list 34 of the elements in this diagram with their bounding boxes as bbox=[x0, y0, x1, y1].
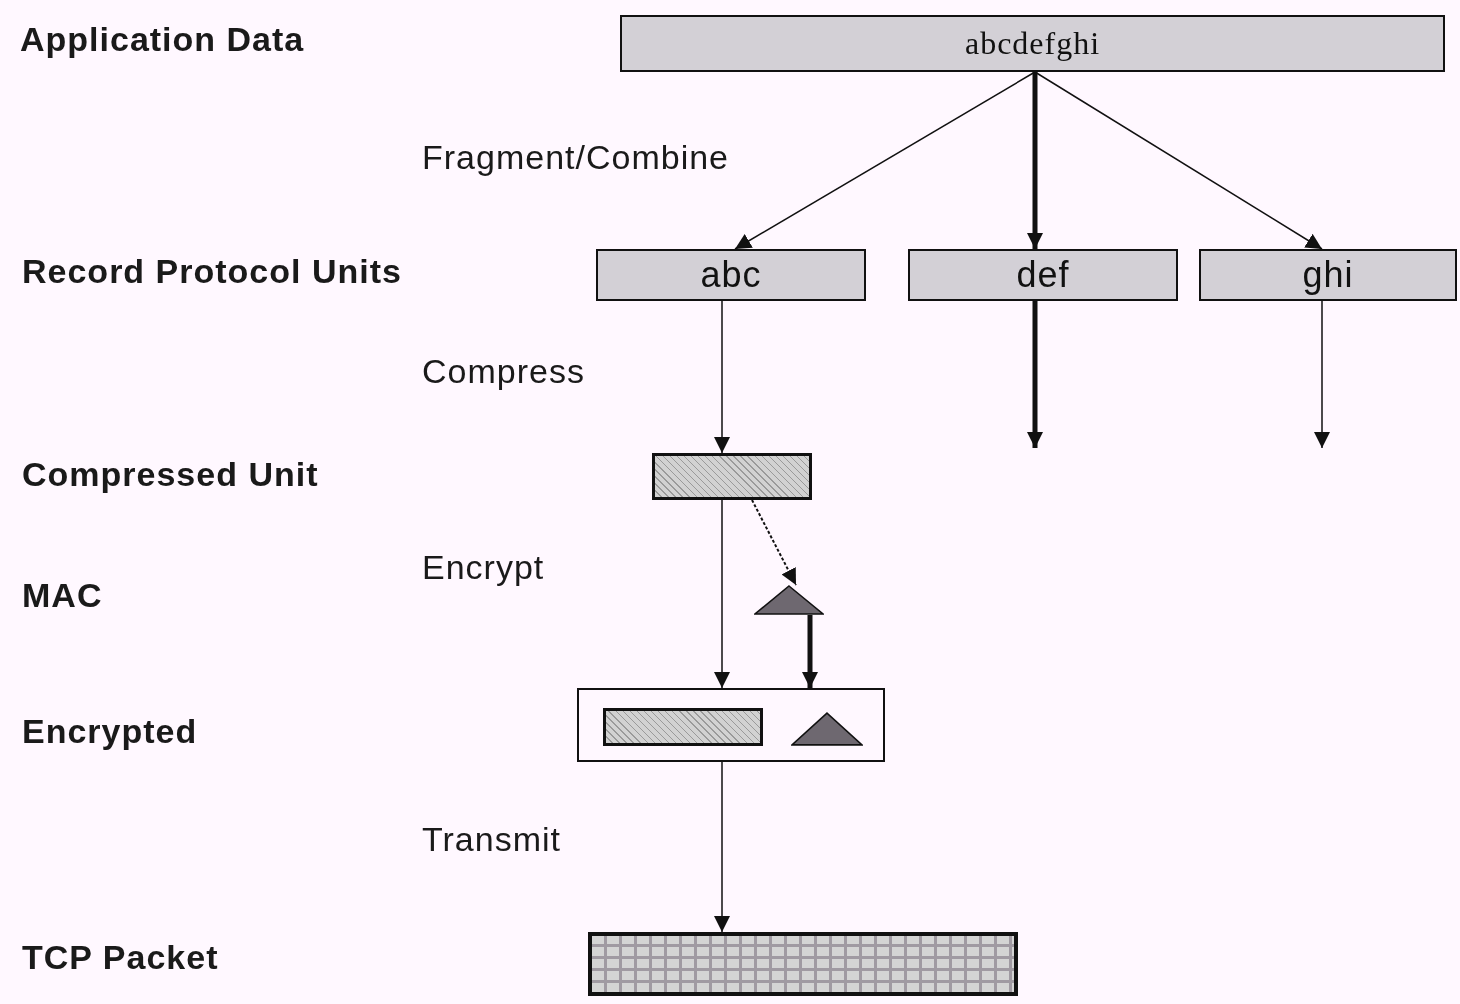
record-box bbox=[908, 249, 1178, 301]
row-label: Record Protocol Units bbox=[22, 252, 402, 291]
row-label: Compressed Unit bbox=[22, 455, 319, 494]
arrow bbox=[714, 499, 730, 689]
grid-box bbox=[588, 932, 1018, 996]
step-label: Encrypt bbox=[422, 548, 545, 587]
row-label: Encrypted bbox=[22, 712, 198, 751]
arrow bbox=[751, 499, 797, 586]
box-label: abc bbox=[700, 254, 762, 296]
arrow bbox=[802, 615, 818, 688]
hatched-box bbox=[603, 708, 763, 746]
box-label: abcdefghi bbox=[964, 25, 1101, 62]
step-label: Compress bbox=[422, 352, 585, 391]
container-box bbox=[577, 688, 885, 762]
arrow bbox=[714, 761, 730, 933]
row-label: TCP Packet bbox=[22, 938, 219, 977]
row-label: MAC bbox=[22, 576, 103, 615]
arrow bbox=[1034, 71, 1323, 250]
box-label: def bbox=[1016, 254, 1070, 296]
record-box bbox=[596, 249, 866, 301]
step-label: Fragment/Combine bbox=[422, 138, 729, 177]
step-label: Transmit bbox=[422, 820, 561, 859]
arrow bbox=[714, 300, 730, 454]
row-label: Application Data bbox=[20, 20, 305, 59]
triangle-shape bbox=[791, 712, 863, 746]
arrow bbox=[1027, 72, 1043, 249]
data-bar bbox=[620, 15, 1445, 72]
hatched-box bbox=[652, 453, 812, 500]
arrow bbox=[734, 71, 1036, 250]
record-box bbox=[1199, 249, 1457, 301]
arrow bbox=[1027, 301, 1043, 448]
box-label: ghi bbox=[1302, 254, 1354, 296]
triangle-shape bbox=[754, 585, 824, 615]
arrow bbox=[1314, 300, 1330, 449]
